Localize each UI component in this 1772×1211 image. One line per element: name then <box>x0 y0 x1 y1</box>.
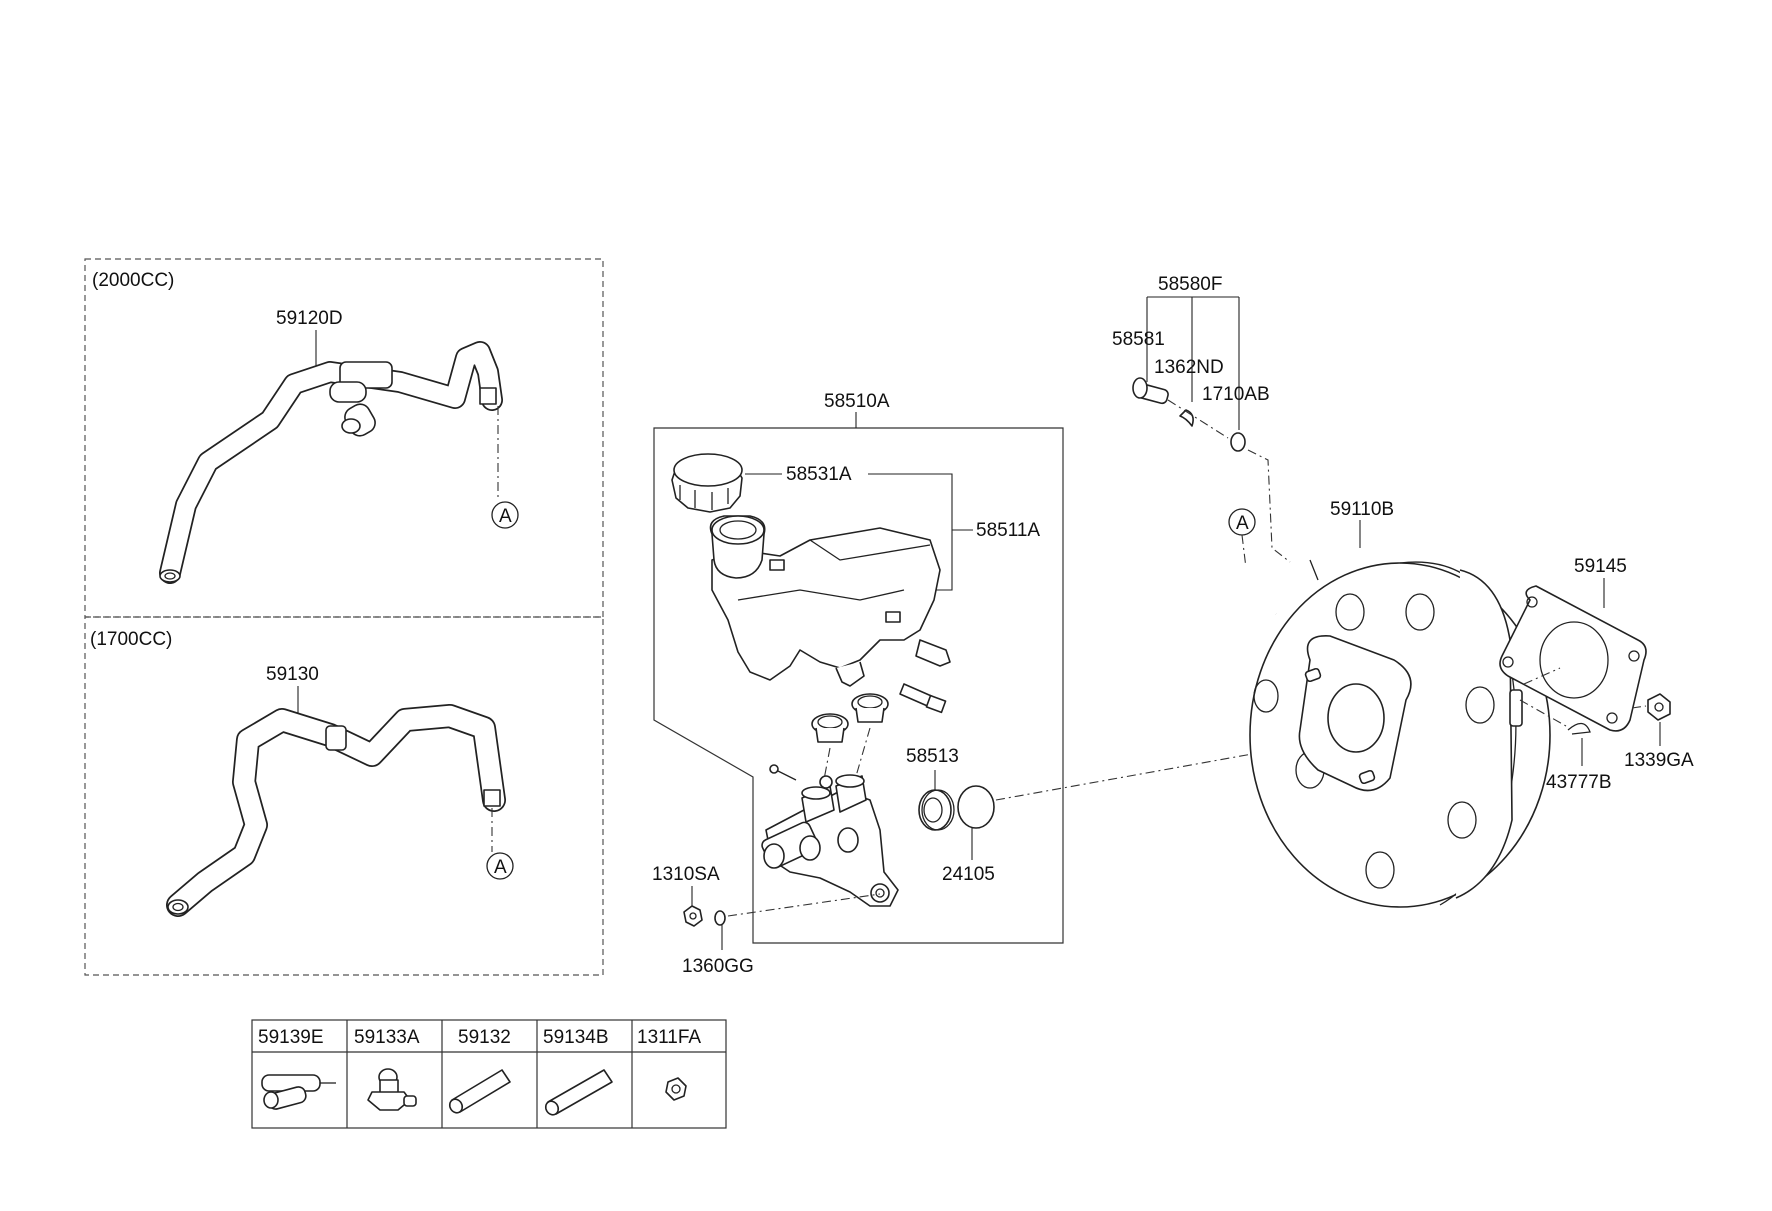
connector-a-1700cc-label: A <box>494 857 507 878</box>
part-label-58510A: 58510A <box>824 391 890 412</box>
fluid-reservoir-58511A <box>709 515 951 714</box>
cylinder-bolt <box>775 769 797 781</box>
table-header-59134B: 59134B <box>543 1027 609 1048</box>
part-label-58511A: 58511A <box>976 520 1040 541</box>
parts-table: 59139E 59133A 59132 59134B 1311FA <box>251 1019 727 1129</box>
part-label-1310SA: 1310SA <box>652 864 720 885</box>
part-label-24105: 24105 <box>942 864 995 885</box>
connector-a-2000cc <box>491 501 519 529</box>
part-label-58581: 58581 <box>1112 329 1165 350</box>
washer-1360GG <box>714 910 726 926</box>
table-header-59133A: 59133A <box>354 1027 420 1048</box>
part-label-58580F: 58580F <box>1158 274 1222 295</box>
assembly-line-grommet-left <box>821 747 831 791</box>
section-1700cc-label: (1700CC) <box>90 629 172 650</box>
assembly-line-nut <box>1631 705 1647 709</box>
table-header-59132: 59132 <box>458 1027 511 1048</box>
clip-43777B <box>1567 722 1591 735</box>
part-label-1360GG: 1360GG <box>682 956 754 977</box>
gasket-plate-59145 <box>1499 585 1647 732</box>
nut-icon <box>665 1077 687 1101</box>
seal-ring-58513 <box>918 789 955 831</box>
clevis-pin-58581 <box>1132 377 1169 405</box>
part-label-58513: 58513 <box>906 746 959 767</box>
part-label-43777B: 43777B <box>1546 772 1612 793</box>
assembly-line-clip <box>1519 699 1567 727</box>
assembly-line-pushrod <box>1247 449 1291 563</box>
part-label-58531A: 58531A <box>786 464 852 485</box>
leader-booster-a <box>1241 534 1247 569</box>
grommet-left <box>811 713 849 743</box>
section-1700cc-frame <box>84 616 604 976</box>
section-2000cc-frame <box>84 258 604 618</box>
connector-a-2000cc-label: A <box>499 506 512 527</box>
brake-booster-59110B <box>1243 559 1551 908</box>
part-label-1339GA: 1339GA <box>1624 750 1694 771</box>
nut-1310SA <box>683 905 703 927</box>
master-cylinder-frame <box>653 427 1064 944</box>
vacuum-hose-59120D <box>159 341 503 584</box>
assembly-axis-gasket <box>1523 667 1561 685</box>
washer-1710AB <box>1230 432 1246 452</box>
part-label-1710AB: 1710AB <box>1202 384 1270 405</box>
connector-a-booster-label: A <box>1236 513 1249 534</box>
check-valve-icon <box>367 1068 417 1111</box>
hose-long-icon <box>544 1069 613 1116</box>
nut-1339GA <box>1647 693 1671 721</box>
vacuum-hose-59130 <box>166 704 506 917</box>
hose-short-icon <box>448 1069 511 1114</box>
section-2000cc-label: (2000CC) <box>92 270 174 291</box>
assembly-line-pin <box>1167 399 1229 439</box>
part-label-1362ND: 1362ND <box>1154 357 1224 378</box>
assembly-line-grommet-right <box>851 727 871 791</box>
connector-a-1700cc <box>486 852 514 880</box>
part-label-59110B: 59110B <box>1330 499 1394 520</box>
t-connector-icon <box>261 1074 336 1110</box>
part-label-59130: 59130 <box>266 664 319 685</box>
table-header-59139E: 59139E <box>258 1027 324 1048</box>
cylinder-bolt-head <box>769 764 779 774</box>
part-label-59145: 59145 <box>1574 556 1627 577</box>
gasket-24105 <box>957 785 995 829</box>
reservoir-cap-58531A <box>671 453 743 513</box>
assembly-line-washer <box>727 893 881 917</box>
table-header-1311FA: 1311FA <box>637 1027 701 1048</box>
grommet-right <box>851 693 889 723</box>
part-label-59120D: 59120D <box>276 308 343 329</box>
master-cylinder-body <box>761 774 899 907</box>
